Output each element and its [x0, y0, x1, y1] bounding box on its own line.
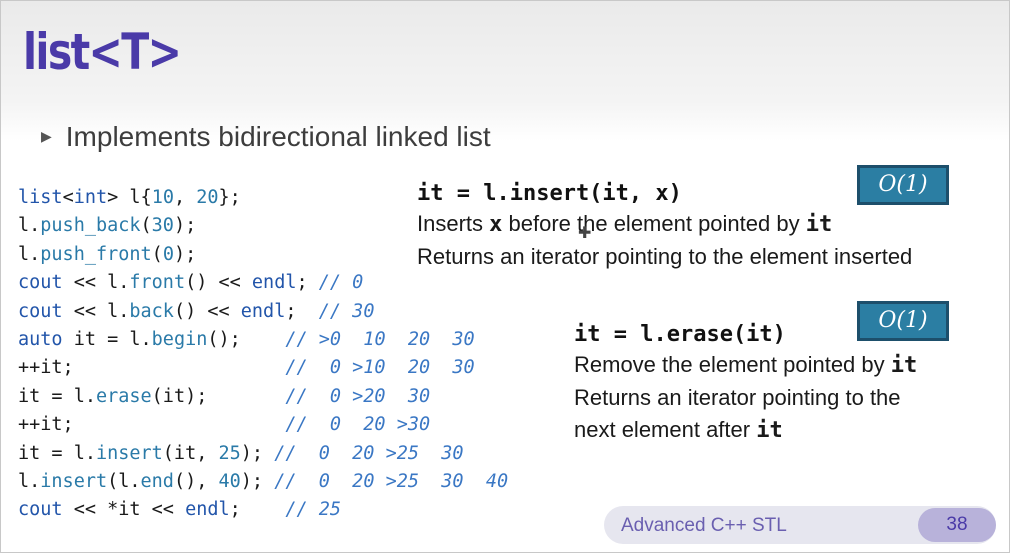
erase-desc-line1: Remove the element pointed by it: [574, 349, 917, 382]
erase-operation: it = l.erase(it) Remove the element poin…: [574, 322, 917, 447]
insert-complexity-badge: O(1): [857, 165, 949, 205]
code-line: auto it = l.begin(); // >0 10 20 30: [18, 328, 475, 350]
code-line: it = l.erase(it); // 0 >20 30: [18, 385, 431, 407]
erase-desc-text3: next element after: [574, 417, 757, 442]
erase-desc-text: Remove the element pointed by: [574, 352, 891, 377]
erase-signature: it = l.erase(it): [574, 322, 786, 347]
code-line: cout << l.back() << endl; // 30: [18, 300, 375, 322]
code-line: cout << *it << endl; // 25: [18, 499, 342, 521]
course-name: Advanced C++ STL: [621, 515, 787, 536]
code-block: list<int> l{10, 20}; l.push_back(30); l.pu…: [18, 184, 508, 525]
erase-desc-line2: Returns an iterator pointing to the: [574, 385, 901, 410]
erase-desc-line3: next element after it: [574, 414, 917, 447]
page-number: 38: [918, 508, 996, 542]
code-comment: // 0: [318, 272, 364, 294]
bullet-text: Implements bidirectional linked list: [65, 121, 491, 152]
bullet-point: ▶ Implements bidirectional linked list: [41, 121, 491, 153]
erase-complexity-badge: O(1): [857, 301, 949, 341]
code-comment: // 0 20 >25 30: [274, 442, 464, 464]
insert-operation: it = l.insert(it, x) Inserts x before th…: [417, 181, 912, 273]
code-comment: // 0 20 >25 30 40: [274, 470, 509, 492]
code-line: ++it; // 0 >10 20 30: [18, 357, 475, 379]
code-comment: // 0 >20 30: [285, 385, 431, 407]
code-line: it = l.insert(it, 25); // 0 20 >25 30: [18, 442, 464, 464]
insert-signature: it = l.insert(it, x): [417, 181, 682, 206]
insert-desc-line2: Returns an iterator pointing to the elem…: [417, 244, 913, 269]
code-line: l.insert(l.end(), 40); // 0 20 >25 30 40: [18, 470, 509, 492]
insert-desc-var: x: [489, 212, 503, 237]
code-comment: // 30: [318, 300, 375, 322]
erase-desc-var: it: [890, 353, 918, 378]
erase-desc-var3: it: [756, 418, 783, 443]
code-comment: // >0 10 20 30: [285, 328, 475, 350]
insert-desc-var2: it: [805, 212, 833, 237]
insert-desc-text: Inserts: [417, 211, 490, 236]
code-line: ++it; // 0 20 >30: [18, 414, 431, 436]
bullet-arrow-icon: ▶: [41, 128, 52, 144]
code-line: list<int> l{10, 20};: [18, 187, 241, 208]
slide-footer: Advanced C++ STL 38: [604, 506, 996, 544]
insert-desc-text2: before the element pointed by: [502, 211, 806, 236]
insert-desc-line1: Inserts x before the element pointed by …: [417, 208, 912, 241]
code-comment: // 25: [285, 499, 342, 521]
mouse-cursor-icon: ✚: [578, 225, 592, 242]
slide-title: list<T>: [23, 23, 182, 81]
code-comment: // 0 20 >30: [285, 414, 431, 436]
code-line: l.push_back(30);: [18, 215, 197, 237]
code-line: cout << l.front() << endl; // 0: [18, 272, 364, 294]
code-line: l.push_front(0);: [18, 243, 197, 265]
code-comment: // 0 >10 20 30: [285, 357, 475, 379]
